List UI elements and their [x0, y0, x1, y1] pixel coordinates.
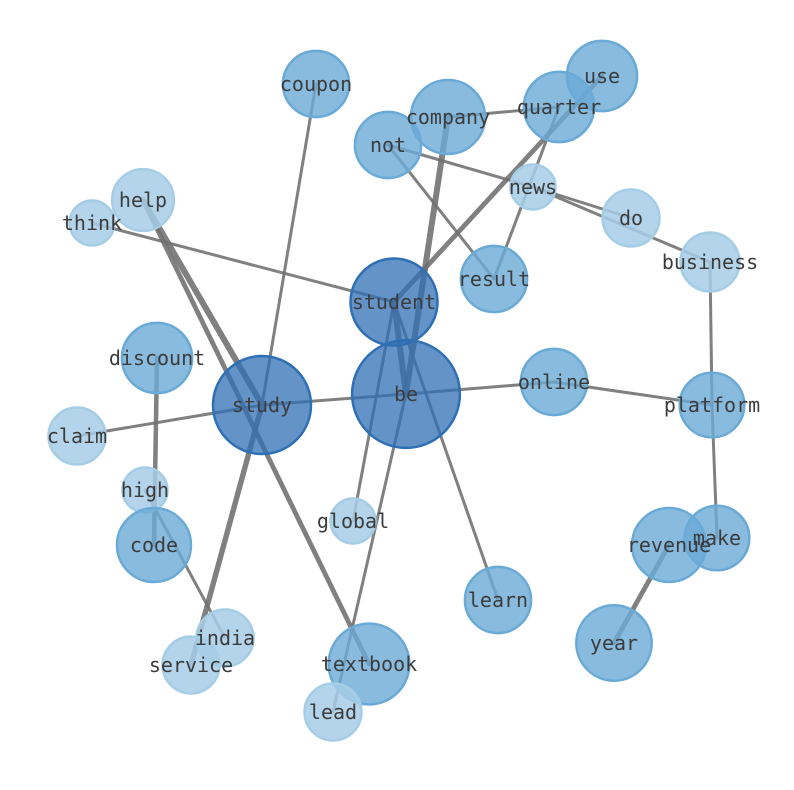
- node-label-quarter: quarter: [517, 95, 601, 119]
- node-not: [353, 110, 423, 180]
- node-lead: [303, 682, 363, 742]
- node-label-do: do: [619, 206, 643, 230]
- node-label-study: study: [232, 393, 292, 417]
- node-label-make: make: [693, 526, 741, 550]
- node-year: [575, 604, 653, 682]
- node-business: [679, 231, 741, 293]
- node-label-india: india: [195, 626, 255, 650]
- node-label-not: not: [370, 133, 406, 157]
- node-label-news: news: [509, 175, 557, 199]
- node-label-revenue: revenue: [627, 533, 711, 557]
- node-claim: [47, 406, 107, 466]
- node-discount: [120, 321, 194, 395]
- node-label-business: business: [662, 250, 758, 274]
- node-label-claim: claim: [47, 424, 107, 448]
- node-label-help: help: [119, 188, 167, 212]
- node-label-lead: lead: [309, 700, 357, 724]
- node-label-discount: discount: [109, 346, 205, 370]
- node-make: [683, 504, 751, 572]
- node-label-student: student: [352, 290, 436, 314]
- node-code: [115, 506, 193, 584]
- labels-layer: be study student company quarter use coupon not…: [47, 64, 760, 724]
- node-study: [211, 354, 313, 456]
- node-label-learn: learn: [468, 588, 528, 612]
- node-news: [509, 163, 557, 211]
- node-global: [329, 497, 377, 545]
- edge-think-student: [90, 221, 396, 304]
- node-label-result: result: [458, 267, 530, 291]
- node-label-use: use: [584, 64, 620, 88]
- node-online: [519, 347, 589, 417]
- node-label-code: code: [130, 533, 178, 557]
- node-learn: [463, 565, 533, 635]
- node-help: [110, 167, 176, 233]
- node-label-year: year: [590, 631, 638, 655]
- node-label-coupon: coupon: [280, 72, 352, 96]
- node-label-global: global: [317, 509, 389, 533]
- edge-coupon-study: [260, 82, 318, 407]
- node-result: [459, 244, 529, 314]
- node-label-service: service: [149, 653, 233, 677]
- node-platform: [678, 371, 746, 439]
- node-label-platform: platform: [664, 393, 760, 417]
- node-company: [409, 78, 487, 156]
- node-do: [601, 188, 661, 248]
- node-label-be: be: [394, 382, 418, 406]
- node-use: [565, 39, 639, 113]
- node-service: [161, 635, 221, 695]
- node-label-think: think: [62, 211, 122, 235]
- node-coupon: [281, 49, 351, 119]
- node-student: [349, 257, 439, 347]
- node-think: [68, 199, 116, 247]
- node-label-textbook: textbook: [321, 652, 417, 676]
- node-textbook: [327, 622, 411, 706]
- nodes-layer: [47, 39, 751, 742]
- node-label-online: online: [518, 370, 590, 394]
- node-label-high: high: [121, 478, 169, 502]
- node-label-company: company: [406, 105, 490, 129]
